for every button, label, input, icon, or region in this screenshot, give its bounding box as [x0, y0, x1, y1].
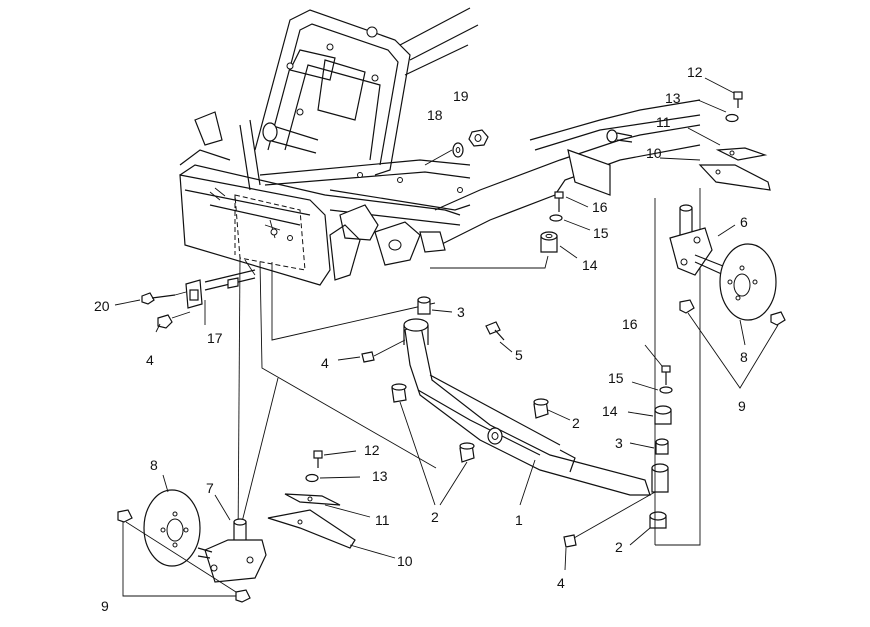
- part-8-brake-disc-left: [143, 489, 201, 567]
- callout-14-upper: 14: [582, 257, 598, 273]
- part-2-bushing-a: [391, 383, 407, 403]
- callout-14-lower: 14: [602, 403, 618, 419]
- part-10-wheel-guard-right: [698, 164, 771, 191]
- part-16-bolt-upper: [554, 191, 564, 212]
- part-2-bushing-c: [533, 398, 549, 419]
- part-15-washer-upper: [549, 214, 563, 222]
- part-10-wheel-guard-left: [267, 509, 356, 549]
- callout-3-lower: 3: [615, 435, 623, 451]
- callout-2-left: 2: [431, 509, 439, 525]
- callout-19: 19: [453, 88, 469, 104]
- callout-3-upper: 3: [457, 304, 465, 320]
- callout-16-lower: 16: [622, 316, 638, 332]
- part-19-nut: [468, 129, 489, 147]
- part-5-bolt: [485, 321, 505, 341]
- part-9-nut-right-a: [679, 299, 695, 314]
- part-13-washer-right: [725, 113, 739, 123]
- part-1-front-axle: [403, 318, 669, 496]
- part-11-plate-right: [715, 147, 768, 161]
- callout-10-right: 10: [646, 145, 662, 161]
- callout-1: 1: [515, 512, 523, 528]
- callout-5: 5: [515, 347, 523, 363]
- part-13-washer-left: [305, 473, 319, 483]
- part-8-brake-disc-right: [719, 243, 777, 321]
- part-14-spacer-lower: [654, 405, 672, 425]
- callout-9-left: 9: [101, 598, 109, 614]
- main-frame: [179, 7, 701, 286]
- part-3-bushing-upper: [417, 296, 431, 315]
- part-17-axle-assembly: [185, 269, 256, 309]
- callout-6: 6: [740, 214, 748, 230]
- callout-12-right: 12: [687, 64, 703, 80]
- part-12-bolt-left: [313, 450, 323, 468]
- callout-10-left: 10: [397, 553, 413, 569]
- part-9-nut-left-a: [117, 509, 133, 523]
- part-9-nut-left-b: [235, 589, 251, 603]
- callout-13-left: 13: [372, 468, 388, 484]
- callout-20: 20: [94, 298, 110, 314]
- callout-4-left: 4: [146, 352, 154, 368]
- callout-4-mid: 4: [321, 355, 329, 371]
- part-7-spindle-left: [197, 518, 267, 583]
- callout-2-center: 2: [572, 415, 580, 431]
- callout-15-lower: 15: [608, 370, 624, 386]
- part-4-nut-left: [157, 314, 173, 329]
- part-2-bushing-b: [459, 442, 475, 463]
- part-2-bushing-d: [649, 511, 667, 529]
- callout-7: 7: [206, 480, 214, 496]
- part-14-spacer-upper: [540, 231, 558, 253]
- callout-18: 18: [427, 107, 443, 123]
- part-15-washer-lower: [659, 386, 673, 394]
- part-16-bolt-lower: [661, 365, 671, 385]
- callout-12-left: 12: [364, 442, 380, 458]
- callout-17: 17: [207, 330, 223, 346]
- part-9-nut-right-b: [770, 311, 786, 326]
- callout-8-right: 8: [740, 349, 748, 365]
- callout-11-right: 11: [656, 114, 671, 130]
- callout-8-left: 8: [150, 457, 158, 473]
- callout-4-right: 4: [557, 575, 565, 591]
- callout-labels: 12 13 11 10 18 19 16 15 14 6 20 4 17 3 4…: [94, 64, 748, 614]
- part-4-grease-fitting-mid: [361, 351, 375, 363]
- callout-13-right: 13: [665, 90, 681, 106]
- callout-2-right: 2: [615, 539, 623, 555]
- part-3-bushing-lower: [655, 438, 669, 455]
- part-12-bolt-right: [733, 91, 743, 108]
- part-18-washer: [452, 142, 464, 158]
- part-20-bolt: [141, 292, 176, 305]
- callout-15-upper: 15: [593, 225, 609, 241]
- part-4-grease-fitting-right: [563, 534, 577, 548]
- part-6-spindle-right: [669, 204, 729, 277]
- callout-9-right: 9: [738, 398, 746, 414]
- callout-11-left: 11: [375, 512, 390, 528]
- part-11-plate-left: [284, 493, 341, 506]
- callout-16-upper: 16: [592, 199, 608, 215]
